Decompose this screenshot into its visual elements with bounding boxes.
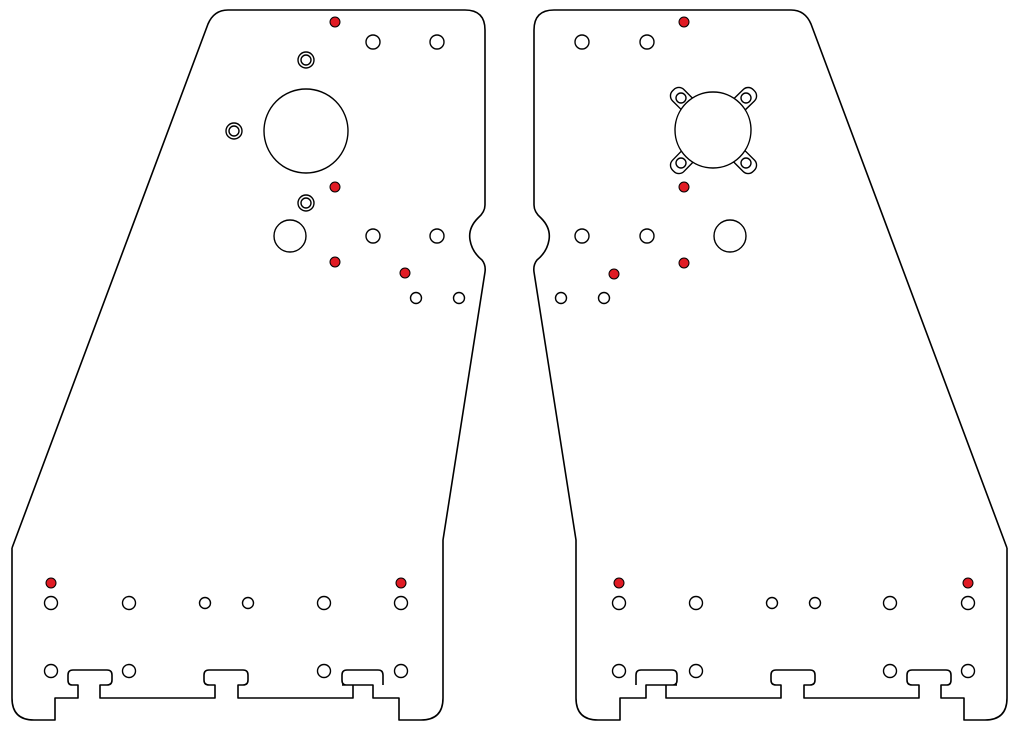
marker-dot xyxy=(329,16,341,28)
marker-dot xyxy=(399,267,411,279)
small-hole xyxy=(452,291,466,305)
marker-dot xyxy=(395,577,407,589)
rail-hole xyxy=(882,663,898,679)
rail-hole-small xyxy=(808,596,822,610)
rail-hole xyxy=(882,595,898,611)
marker-dot xyxy=(678,16,690,28)
counterbore-hole-inner xyxy=(300,197,312,209)
rail-hole xyxy=(611,595,627,611)
motor-screw-hole xyxy=(675,92,687,104)
rail-hole xyxy=(43,595,59,611)
right-plate-holes xyxy=(554,16,976,679)
rail-hole-small xyxy=(241,596,255,610)
mounting-hole xyxy=(639,34,655,50)
marker-dot xyxy=(608,268,620,280)
small-hole xyxy=(554,291,568,305)
mounting-hole xyxy=(574,34,590,50)
rail-hole xyxy=(121,663,137,679)
rail-hole xyxy=(316,663,332,679)
marker-dot xyxy=(678,181,690,193)
motor-screw-hole xyxy=(675,157,687,169)
small-hole xyxy=(597,291,611,305)
rail-hole xyxy=(960,595,976,611)
marker-dot xyxy=(678,257,690,269)
rail-hole-small xyxy=(765,596,779,610)
right-plate-outline xyxy=(533,9,1008,721)
mounting-hole xyxy=(365,228,381,244)
rail-hole xyxy=(393,595,409,611)
marker-dot xyxy=(45,577,57,589)
motor-bore xyxy=(674,91,752,169)
mounting-hole xyxy=(574,228,590,244)
counterbore-hole-inner xyxy=(300,54,312,66)
mounting-hole xyxy=(429,34,445,50)
marker-dot xyxy=(329,256,341,268)
rail-hole xyxy=(960,663,976,679)
counterbore-hole-inner xyxy=(228,125,240,137)
marker-dot xyxy=(329,181,341,193)
rail-hole xyxy=(688,663,704,679)
marker-dot xyxy=(962,577,974,589)
left-plate-outline xyxy=(11,9,486,721)
rail-hole-small xyxy=(198,596,212,610)
right-side-plate xyxy=(533,9,1008,721)
mounting-hole xyxy=(429,228,445,244)
mounting-hole xyxy=(639,228,655,244)
medium-hole xyxy=(273,219,307,253)
mounting-hole xyxy=(365,34,381,50)
bearing-bore xyxy=(263,88,349,174)
rail-hole xyxy=(688,595,704,611)
rail-hole xyxy=(393,663,409,679)
motor-screw-hole xyxy=(740,157,752,169)
rail-hole xyxy=(611,663,627,679)
motor-screw-hole xyxy=(740,92,752,104)
small-hole xyxy=(409,291,423,305)
medium-hole xyxy=(713,219,747,253)
rail-hole xyxy=(121,595,137,611)
left-side-plate xyxy=(11,9,486,721)
marker-dot xyxy=(613,577,625,589)
rail-hole xyxy=(43,663,59,679)
left-plate-holes xyxy=(43,16,466,679)
rail-hole xyxy=(316,595,332,611)
